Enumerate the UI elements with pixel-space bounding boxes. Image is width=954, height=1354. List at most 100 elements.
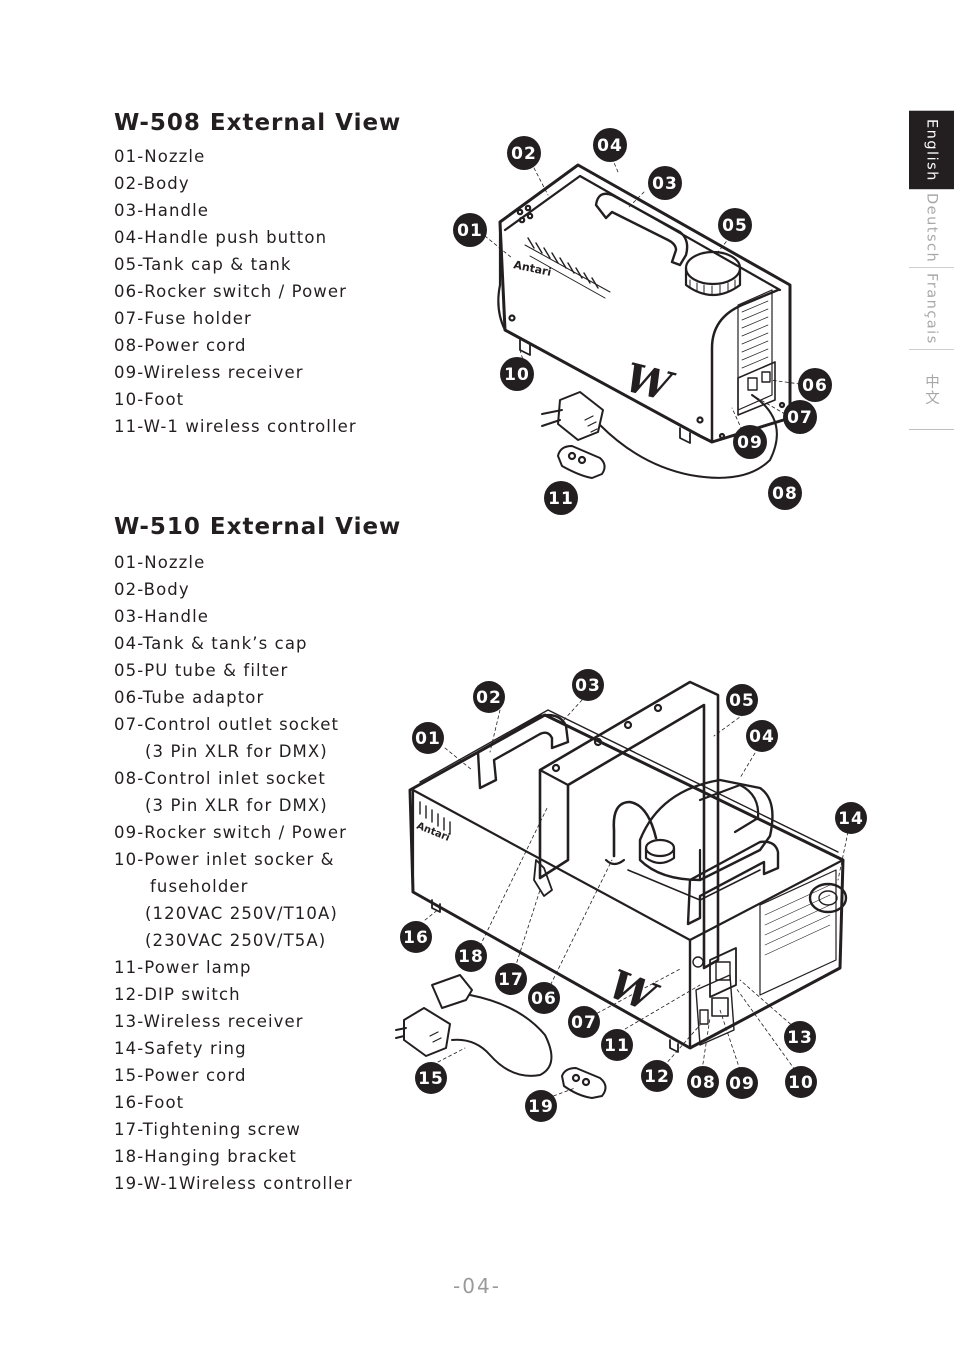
- w510-part-detail: (3 Pin XLR for DMX): [145, 796, 328, 815]
- svg-text:06: 06: [531, 989, 557, 1009]
- w510-part: 08-Control inlet socket: [114, 769, 326, 788]
- w508-brand-label: Antari: [512, 258, 552, 279]
- w510-part: 10-Power inlet socker &: [114, 850, 335, 869]
- svg-text:08: 08: [690, 1073, 716, 1093]
- w508-machine-drawing: [497, 163, 792, 479]
- w508-part: 02-Body: [114, 174, 190, 193]
- svg-text:09: 09: [729, 1074, 755, 1094]
- w510-part: 06-Tube adaptor: [114, 688, 265, 707]
- w510-part: 07-Control outlet socket: [114, 715, 340, 734]
- svg-text:11: 11: [604, 1036, 630, 1056]
- tab-english-label: English: [923, 118, 940, 182]
- tab-deutsch[interactable]: Deutsch: [909, 190, 954, 268]
- w508-part: 09-Wireless receiver: [114, 363, 304, 382]
- svg-text:07: 07: [571, 1013, 597, 1033]
- w510-part: 13-Wireless receiver: [114, 1012, 304, 1031]
- w510-part: 17-Tightening screw: [114, 1120, 301, 1139]
- w508-part: 05-Tank cap & tank: [114, 255, 292, 274]
- w510-title: W-510 External View: [114, 514, 402, 540]
- w508-part: 03-Handle: [114, 201, 210, 220]
- svg-text:06: 06: [802, 376, 828, 396]
- w510-part: 12-DIP switch: [114, 985, 241, 1004]
- w508-part: 04-Handle push button: [114, 228, 328, 247]
- w510-callout: 17: [495, 963, 527, 995]
- svg-text:05: 05: [722, 216, 748, 236]
- w510-callout: 06: [528, 982, 560, 1014]
- w510-parts-list: 01-Nozzle 02-Body 03-Handle 04-Tank & ta…: [114, 549, 353, 1197]
- svg-text:08: 08: [772, 484, 798, 504]
- w510-callout: 01: [412, 722, 444, 754]
- w508-callout: 09: [733, 425, 767, 459]
- svg-text:07: 07: [787, 408, 813, 428]
- w510-callout: 03: [572, 669, 604, 701]
- w510-model-logo: W: [602, 961, 665, 1023]
- w510-callout: 05: [726, 684, 758, 716]
- svg-text:10: 10: [504, 365, 530, 385]
- page-number: -04-: [453, 1274, 501, 1298]
- svg-text:17: 17: [498, 970, 524, 990]
- svg-text:16: 16: [403, 928, 429, 948]
- w510-callout: 12: [641, 1060, 673, 1092]
- w510-part: 01-Nozzle: [114, 553, 206, 572]
- svg-text:15: 15: [418, 1069, 444, 1089]
- w510-callout: 02: [473, 681, 505, 713]
- w508-part: 07-Fuse holder: [114, 309, 252, 328]
- w510-part: 14-Safety ring: [114, 1039, 247, 1058]
- w508-callouts: 01 02 03 04 05 06 07 08 09 10 11: [453, 128, 832, 515]
- tab-chinese[interactable]: 中文: [909, 350, 954, 429]
- w508-callout: 05: [718, 208, 752, 242]
- w508-callout: 06: [798, 368, 832, 402]
- w510-part: 05-PU tube & filter: [114, 661, 289, 680]
- w508-callout: 11: [544, 481, 578, 515]
- w508-callout: 10: [500, 357, 534, 391]
- svg-text:09: 09: [737, 433, 763, 453]
- w508-title: W-508 External View: [114, 110, 402, 136]
- svg-text:13: 13: [787, 1028, 813, 1048]
- svg-text:18: 18: [458, 947, 484, 967]
- w510-callout: 11: [601, 1029, 633, 1061]
- tab-chinese-label: 中文: [923, 373, 939, 406]
- svg-text:19: 19: [528, 1097, 554, 1117]
- w508-callout: 01: [453, 213, 487, 247]
- w508-part: 11-W-1 wireless controller: [114, 417, 357, 436]
- w508-model-logo: W: [621, 354, 680, 411]
- svg-text:02: 02: [476, 688, 502, 708]
- w508-part: 01-Nozzle: [114, 147, 206, 166]
- language-tabs: English Deutsch Français 中文: [909, 110, 954, 430]
- w508-callout: 07: [783, 400, 817, 434]
- w510-callout: 18: [455, 940, 487, 972]
- tab-francais[interactable]: Français: [909, 268, 954, 350]
- w510-machine-drawing: [395, 680, 849, 1099]
- w510-callout: 10: [785, 1066, 817, 1098]
- svg-text:04: 04: [597, 136, 623, 156]
- w510-callout: 15: [415, 1062, 447, 1094]
- svg-text:12: 12: [644, 1067, 670, 1087]
- svg-text:05: 05: [729, 691, 755, 711]
- w510-part: 15-Power cord: [114, 1066, 247, 1085]
- w510-part-detail: (3 Pin XLR for DMX): [145, 742, 328, 761]
- w508-parts-list: 01-Nozzle 02-Body 03-Handle 04-Handle pu…: [114, 143, 357, 440]
- w510-part-detail: fuseholder: [150, 877, 249, 896]
- w510-part: 04-Tank & tank’s cap: [114, 634, 308, 653]
- w510-callout: 16: [400, 921, 432, 953]
- w508-callout: 03: [648, 166, 682, 200]
- tab-english[interactable]: English: [909, 111, 954, 190]
- w510-part: 03-Handle: [114, 607, 210, 626]
- w510-callout: 13: [784, 1021, 816, 1053]
- svg-text:03: 03: [575, 676, 601, 696]
- w508-part: 06-Rocker switch / Power: [114, 282, 347, 301]
- tab-francais-label: Français: [923, 272, 940, 345]
- w510-callout: 04: [746, 720, 778, 752]
- w510-leader-lines: [424, 699, 849, 1099]
- svg-text:01: 01: [415, 729, 441, 749]
- svg-text:03: 03: [652, 174, 678, 194]
- w510-part-detail: (120VAC 250V/T10A): [145, 904, 338, 923]
- w510-callout: 08: [687, 1066, 719, 1098]
- w510-part-detail: (230VAC 250V/T5A): [145, 931, 327, 950]
- w510-part: 16-Foot: [114, 1093, 185, 1112]
- w510-part: 18-Hanging bracket: [114, 1147, 297, 1166]
- w510-part: 19-W-1Wireless controller: [114, 1174, 353, 1193]
- tab-deutsch-label: Deutsch: [923, 193, 940, 264]
- svg-text:10: 10: [788, 1073, 814, 1093]
